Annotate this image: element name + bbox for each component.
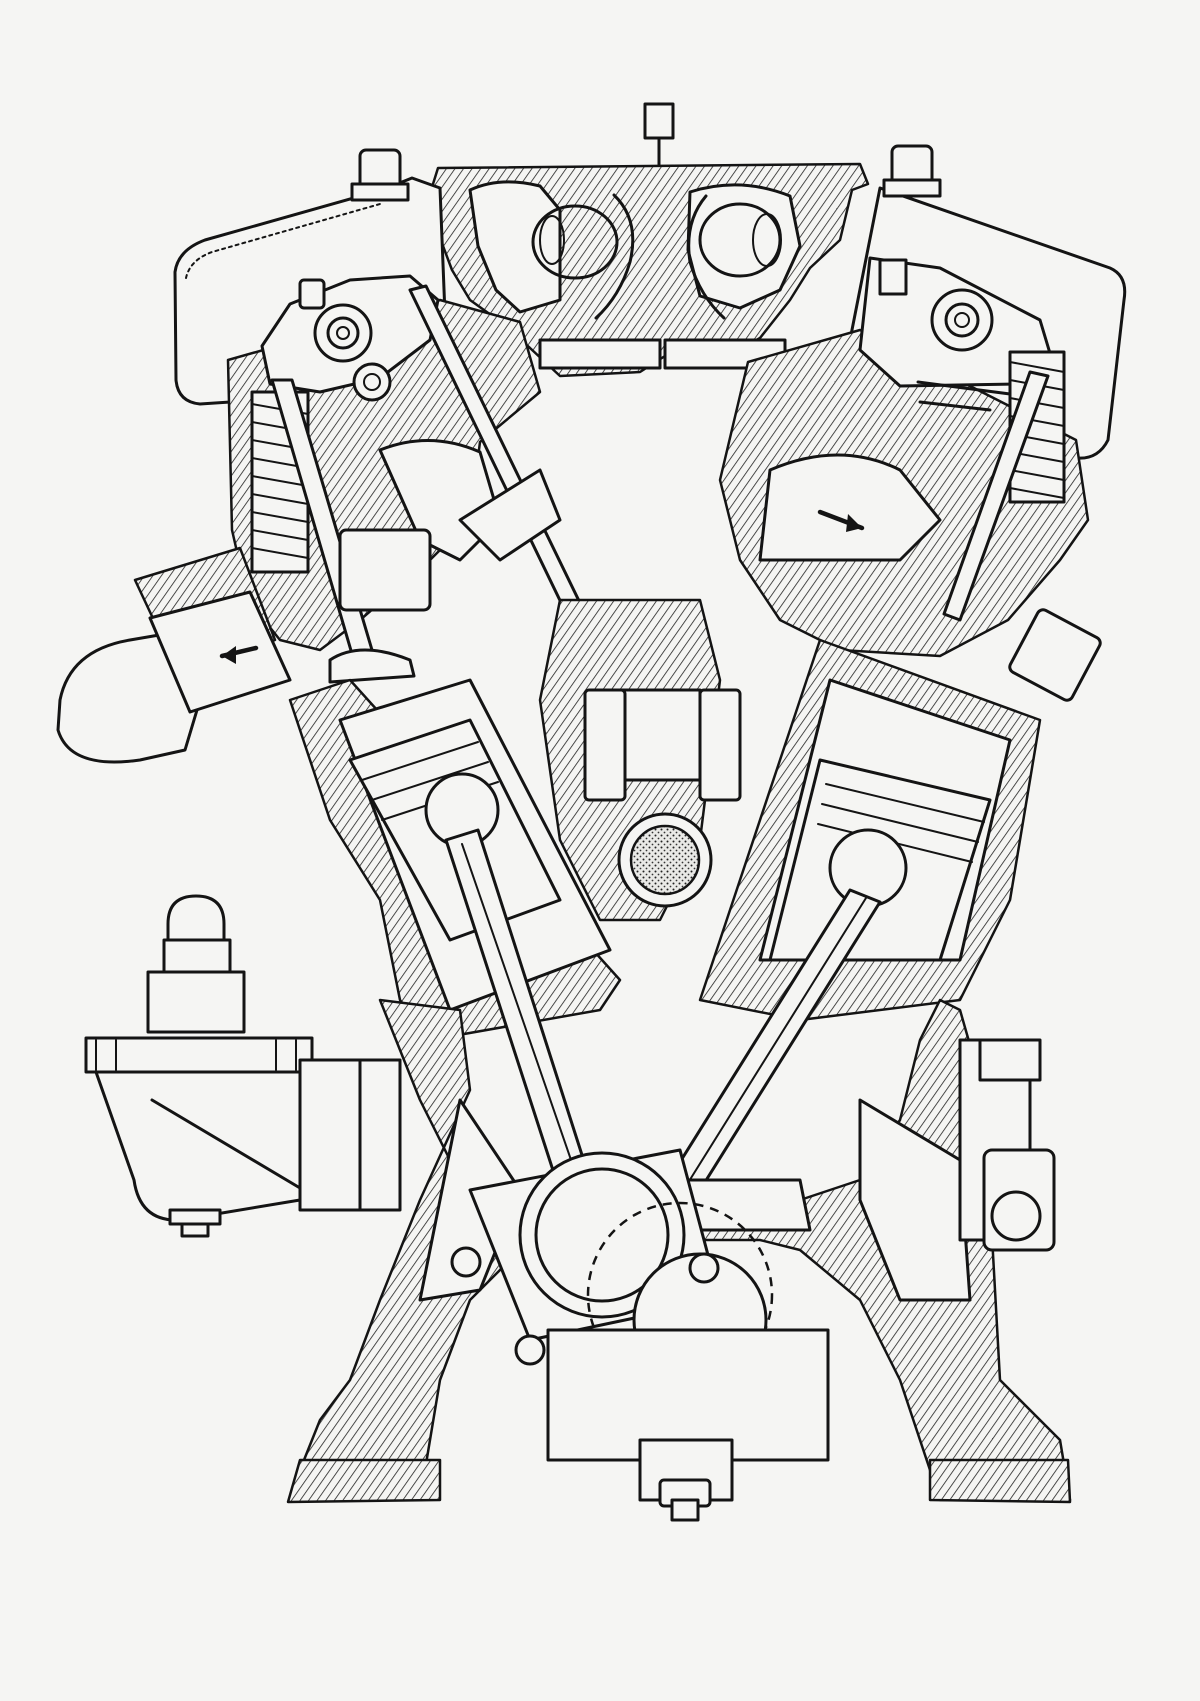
main-bearing-cap: [546, 1328, 830, 1462]
pump-flange: [84, 1036, 314, 1074]
left-foot: [286, 1458, 442, 1504]
right-foot: [928, 1458, 1072, 1504]
left-cylinder-head: [173, 148, 600, 684]
camshaft-valley: [538, 598, 742, 922]
manifold-passage-left: [468, 180, 562, 314]
left-exhaust-outlet: [56, 546, 292, 764]
pump-mount-bracket: [298, 1058, 362, 1212]
left-valve-head: [328, 648, 416, 684]
bearing-cap-nut: [670, 1498, 700, 1522]
exhaust-elbow: [56, 632, 202, 764]
pump-body-upper: [146, 970, 246, 1034]
right-head-flange: [1008, 608, 1102, 702]
pump-dome-cap: [166, 894, 226, 942]
port-oval-1: [531, 204, 619, 280]
left-adjuster: [352, 362, 392, 402]
left-rocker-shaft: [313, 303, 373, 363]
top-stud: [643, 102, 675, 140]
fuel-pump-unit: [84, 894, 362, 1238]
right-valve-stem: [942, 370, 1050, 622]
exhaust-flow-arrow-right: [846, 514, 862, 532]
exhaust-flow-arrow-left: [222, 646, 236, 664]
tappet-right: [698, 688, 742, 802]
right-cylinder: [668, 638, 1042, 1192]
right-cylinder-head: [718, 144, 1127, 702]
pump-nut: [162, 938, 232, 974]
right-gudgeon-pin: [828, 828, 908, 908]
right-rocker-shaft: [930, 288, 994, 352]
manifold-flange-left: [538, 338, 662, 370]
right-accessory: [978, 1038, 1056, 1252]
tappet-left: [583, 688, 627, 802]
pump-bowl: [94, 1070, 322, 1222]
crankpin-bearing: [518, 1151, 686, 1319]
crankshaft: [450, 1148, 830, 1522]
left-cylinder: [288, 678, 622, 1194]
inlet-manifold: [426, 102, 870, 378]
